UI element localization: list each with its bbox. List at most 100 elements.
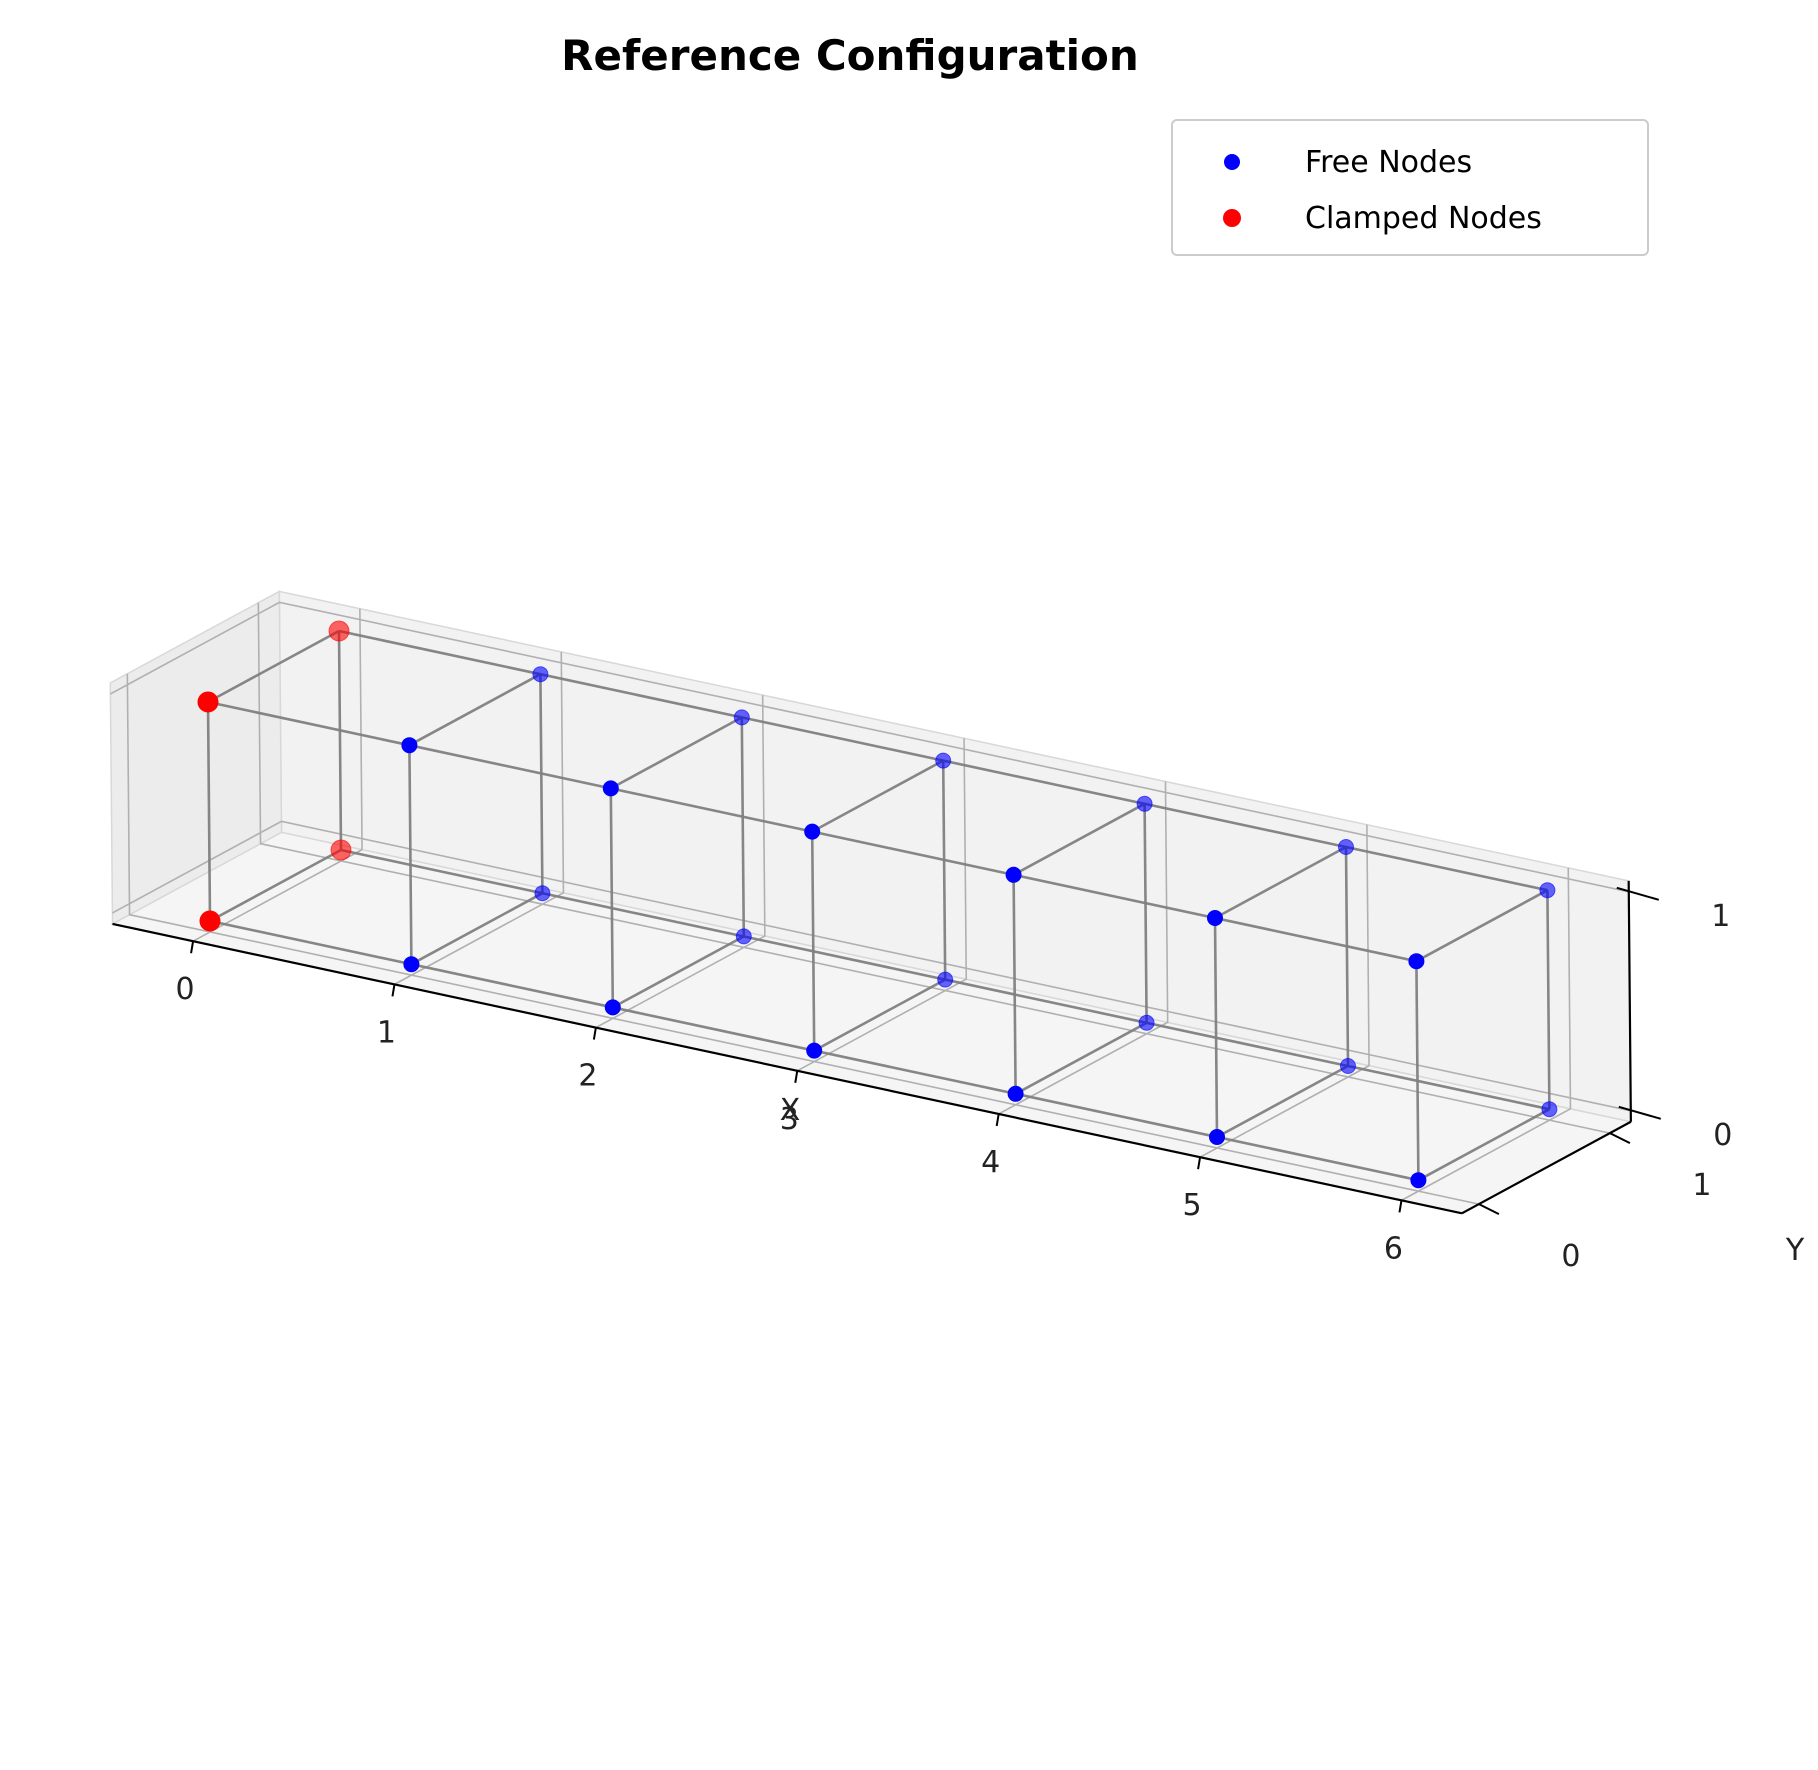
grid-line-x-4 <box>998 781 1169 1115</box>
grid-line-x-2 <box>595 695 766 1029</box>
legend-frame <box>1171 119 1649 256</box>
free-node-23 <box>1539 882 1556 899</box>
grid-line-y-1 <box>257 602 1611 1134</box>
legend-marker-clamped <box>1223 209 1241 227</box>
grid-line-x-6 <box>1401 867 1572 1202</box>
edge-x1-c <box>408 745 413 965</box>
mesh-nodes <box>197 620 1558 1189</box>
x-axis-label: X <box>780 1093 801 1128</box>
grid-line-x-0 <box>192 608 363 942</box>
grid-line-x-3 <box>796 738 968 1072</box>
x-tick-label-3: 3 <box>780 1102 799 1137</box>
edge-x2-a <box>612 935 745 1009</box>
x-tick-label-1: 1 <box>377 1015 396 1050</box>
free-node-13 <box>1138 1014 1155 1031</box>
free-node-16 <box>1209 1129 1225 1145</box>
edge-x0-c <box>206 701 212 922</box>
edge-x6-c <box>1415 961 1420 1181</box>
clamped-node-2 <box>197 691 219 713</box>
x-tick-mark-6 <box>1398 1200 1403 1213</box>
z-tick-mark-0 <box>1618 1105 1662 1120</box>
x-axis-line <box>112 922 1463 1215</box>
edge-x5-b <box>1214 845 1347 920</box>
axis-lines <box>112 880 1632 1215</box>
edge-x2-b <box>610 716 743 790</box>
y-axis-label: Y <box>1785 1233 1805 1268</box>
edge-x6-b <box>1415 889 1549 963</box>
free-node-10 <box>804 823 821 840</box>
z-tick-mark-1 <box>1616 886 1660 901</box>
edge-x0-a <box>209 848 342 923</box>
edge-x4-b <box>1012 802 1146 876</box>
z-tick-label-1: 1 <box>1711 899 1730 934</box>
edge-x6-d <box>1546 890 1551 1110</box>
grid-line-x-5 <box>1199 824 1370 1158</box>
edge-x3-c <box>810 831 816 1051</box>
edge-x0-d <box>337 630 343 851</box>
x-tick-label-2: 2 <box>578 1059 597 1094</box>
free-node-7 <box>733 709 750 726</box>
free-node-17 <box>1340 1058 1356 1074</box>
free-node-1 <box>534 885 551 902</box>
edge-x5-a <box>1216 1064 1349 1139</box>
edge-x3-a <box>813 978 946 1052</box>
edge-x5-c <box>1213 917 1219 1138</box>
y-tick-label-1: 1 <box>1692 1168 1711 1203</box>
edge-x4-c <box>1012 874 1017 1094</box>
edge-x4-a <box>1014 1021 1148 1095</box>
free-node-18 <box>1207 910 1223 926</box>
grid-lines <box>110 601 1631 1205</box>
free-node-15 <box>1136 795 1153 812</box>
free-node-6 <box>602 780 619 797</box>
free-node-12 <box>1007 1085 1024 1102</box>
free-node-21 <box>1541 1101 1558 1118</box>
edge-x2-d <box>740 717 746 937</box>
free-node-9 <box>937 971 954 988</box>
free-node-4 <box>604 999 621 1016</box>
edge-x5-d <box>1344 846 1350 1067</box>
free-node-5 <box>735 928 752 945</box>
grid-line-z-1 <box>110 601 1629 893</box>
x-tick-label-4: 4 <box>981 1145 1000 1180</box>
y-tick-mark-0 <box>1478 1203 1500 1216</box>
x-tick-label-5: 5 <box>1183 1188 1202 1223</box>
left-pane <box>109 590 283 926</box>
x-tick-mark-0 <box>190 941 195 954</box>
grid-line-y-0 <box>126 673 1480 1205</box>
z-axis-line <box>1627 880 1632 1122</box>
free-node-20 <box>1410 1172 1427 1189</box>
free-node-8 <box>806 1042 823 1059</box>
y-tick-mark-1 <box>1609 1132 1631 1145</box>
edge-x1-d <box>539 674 544 894</box>
edge-x3-b <box>811 759 944 833</box>
grid-line-z-0 <box>112 820 1631 1112</box>
free-node-3 <box>532 666 549 683</box>
free-node-19 <box>1338 839 1354 855</box>
y-axis-line <box>1461 1120 1632 1215</box>
x-tick-mark-5 <box>1197 1157 1202 1170</box>
chart-title: Reference Configuration <box>561 31 1139 80</box>
edge-x1-b <box>408 673 542 747</box>
clamped-node-1 <box>330 839 352 861</box>
z-tick-label-0: 0 <box>1713 1118 1732 1153</box>
edge-x6-a <box>1417 1108 1551 1182</box>
edge-x2-c <box>609 788 615 1008</box>
x-tick-mark-4 <box>995 1113 1000 1127</box>
grid-line-x-1 <box>394 651 565 986</box>
x-tick-label-6: 6 <box>1384 1231 1403 1266</box>
legend-label-clamped: Clamped Nodes <box>1305 201 1542 236</box>
clamped-node-0 <box>199 910 221 932</box>
edge-x0-b <box>207 629 340 704</box>
legend-label-free: Free Nodes <box>1305 145 1472 180</box>
x-tick-mark-2 <box>592 1027 597 1040</box>
edge-x1-a <box>410 892 544 966</box>
free-node-14 <box>1005 866 1022 883</box>
x-tick-label-0: 0 <box>176 972 195 1007</box>
edge-x3-d <box>941 760 947 980</box>
edge-x4-d <box>1143 803 1148 1023</box>
free-node-0 <box>403 956 420 973</box>
free-node-11 <box>935 752 952 769</box>
x-tick-mark-3 <box>794 1070 799 1083</box>
